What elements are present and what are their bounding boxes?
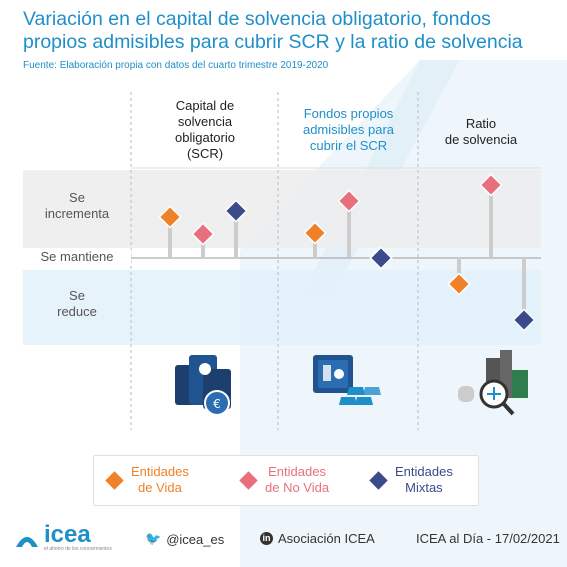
legend-item-no-vida: Entidades de No Vida — [239, 464, 330, 496]
coin-stacks-icon: € — [175, 355, 231, 416]
footer-linkedin[interactable]: in Asociación ICEA — [260, 531, 375, 546]
legend-diamond-vida — [105, 470, 124, 490]
column-header-ratio: Ratio de solvencia — [444, 116, 518, 147]
diamond-scr-2 — [224, 199, 248, 223]
row-label-incrementa: Se incrementa — [44, 190, 110, 221]
diamond-ratio-2 — [512, 308, 536, 332]
footer-logo-text: icea — [44, 521, 91, 548]
row-label-mantiene: Se mantiene — [23, 249, 131, 265]
footer-twitter[interactable]: 🐦 @icea_es — [145, 531, 224, 547]
chart-marks — [158, 173, 536, 332]
legend-item-mixtas: Entidades Mixtas — [369, 464, 453, 496]
legend-diamond-no-vida — [239, 470, 258, 490]
icea-logo-icon — [16, 537, 38, 547]
column-header-fondos: Fondos propios admisibles para cubrir el… — [302, 106, 395, 153]
diamond-fondos-0 — [303, 221, 327, 245]
column-header-scr: Capital de solvencia obligatorio (SCR) — [175, 98, 235, 161]
linkedin-icon: in — [260, 532, 273, 545]
diamond-scr-1 — [191, 222, 215, 246]
diamond-scr-0 — [158, 205, 182, 229]
band-incrementa — [23, 170, 541, 248]
legend-label-mixtas: Entidades Mixtas — [395, 464, 453, 495]
footer-logo-sub: el ahorro de los conocimientos — [44, 546, 112, 552]
legend: Entidades de Vida Entidades de No Vida E… — [93, 455, 479, 506]
chart-source: Fuente: Elaboración propia con datos del… — [23, 60, 329, 71]
legend-label-no-vida: Entidades de No Vida — [265, 464, 330, 495]
buildings-scale-icon — [458, 350, 528, 416]
linkedin-name: Asociación ICEA — [278, 531, 375, 546]
twitter-icon: 🐦 — [145, 531, 162, 546]
legend-diamond-mixtas — [369, 470, 388, 490]
svg-text:€: € — [213, 397, 221, 411]
chart-title: Variación en el capital de solvencia obl… — [23, 8, 523, 53]
legend-label-vida: Entidades de Vida — [131, 464, 189, 495]
twitter-handle: @icea_es — [166, 531, 225, 547]
legend-item-vida: Entidades de Vida — [105, 464, 189, 496]
safe-gold-bars-icon — [313, 355, 381, 405]
diamond-fondos-1 — [337, 189, 361, 213]
row-label-reduce: Se reduce — [57, 288, 97, 319]
footer-date: ICEA al Día - 17/02/2021 — [416, 531, 560, 546]
diamond-fondos-2 — [369, 246, 393, 270]
footer-logo: icea el ahorro de los conocimientos — [14, 521, 112, 552]
diamond-ratio-0 — [447, 272, 471, 296]
diamond-ratio-1 — [479, 173, 503, 197]
